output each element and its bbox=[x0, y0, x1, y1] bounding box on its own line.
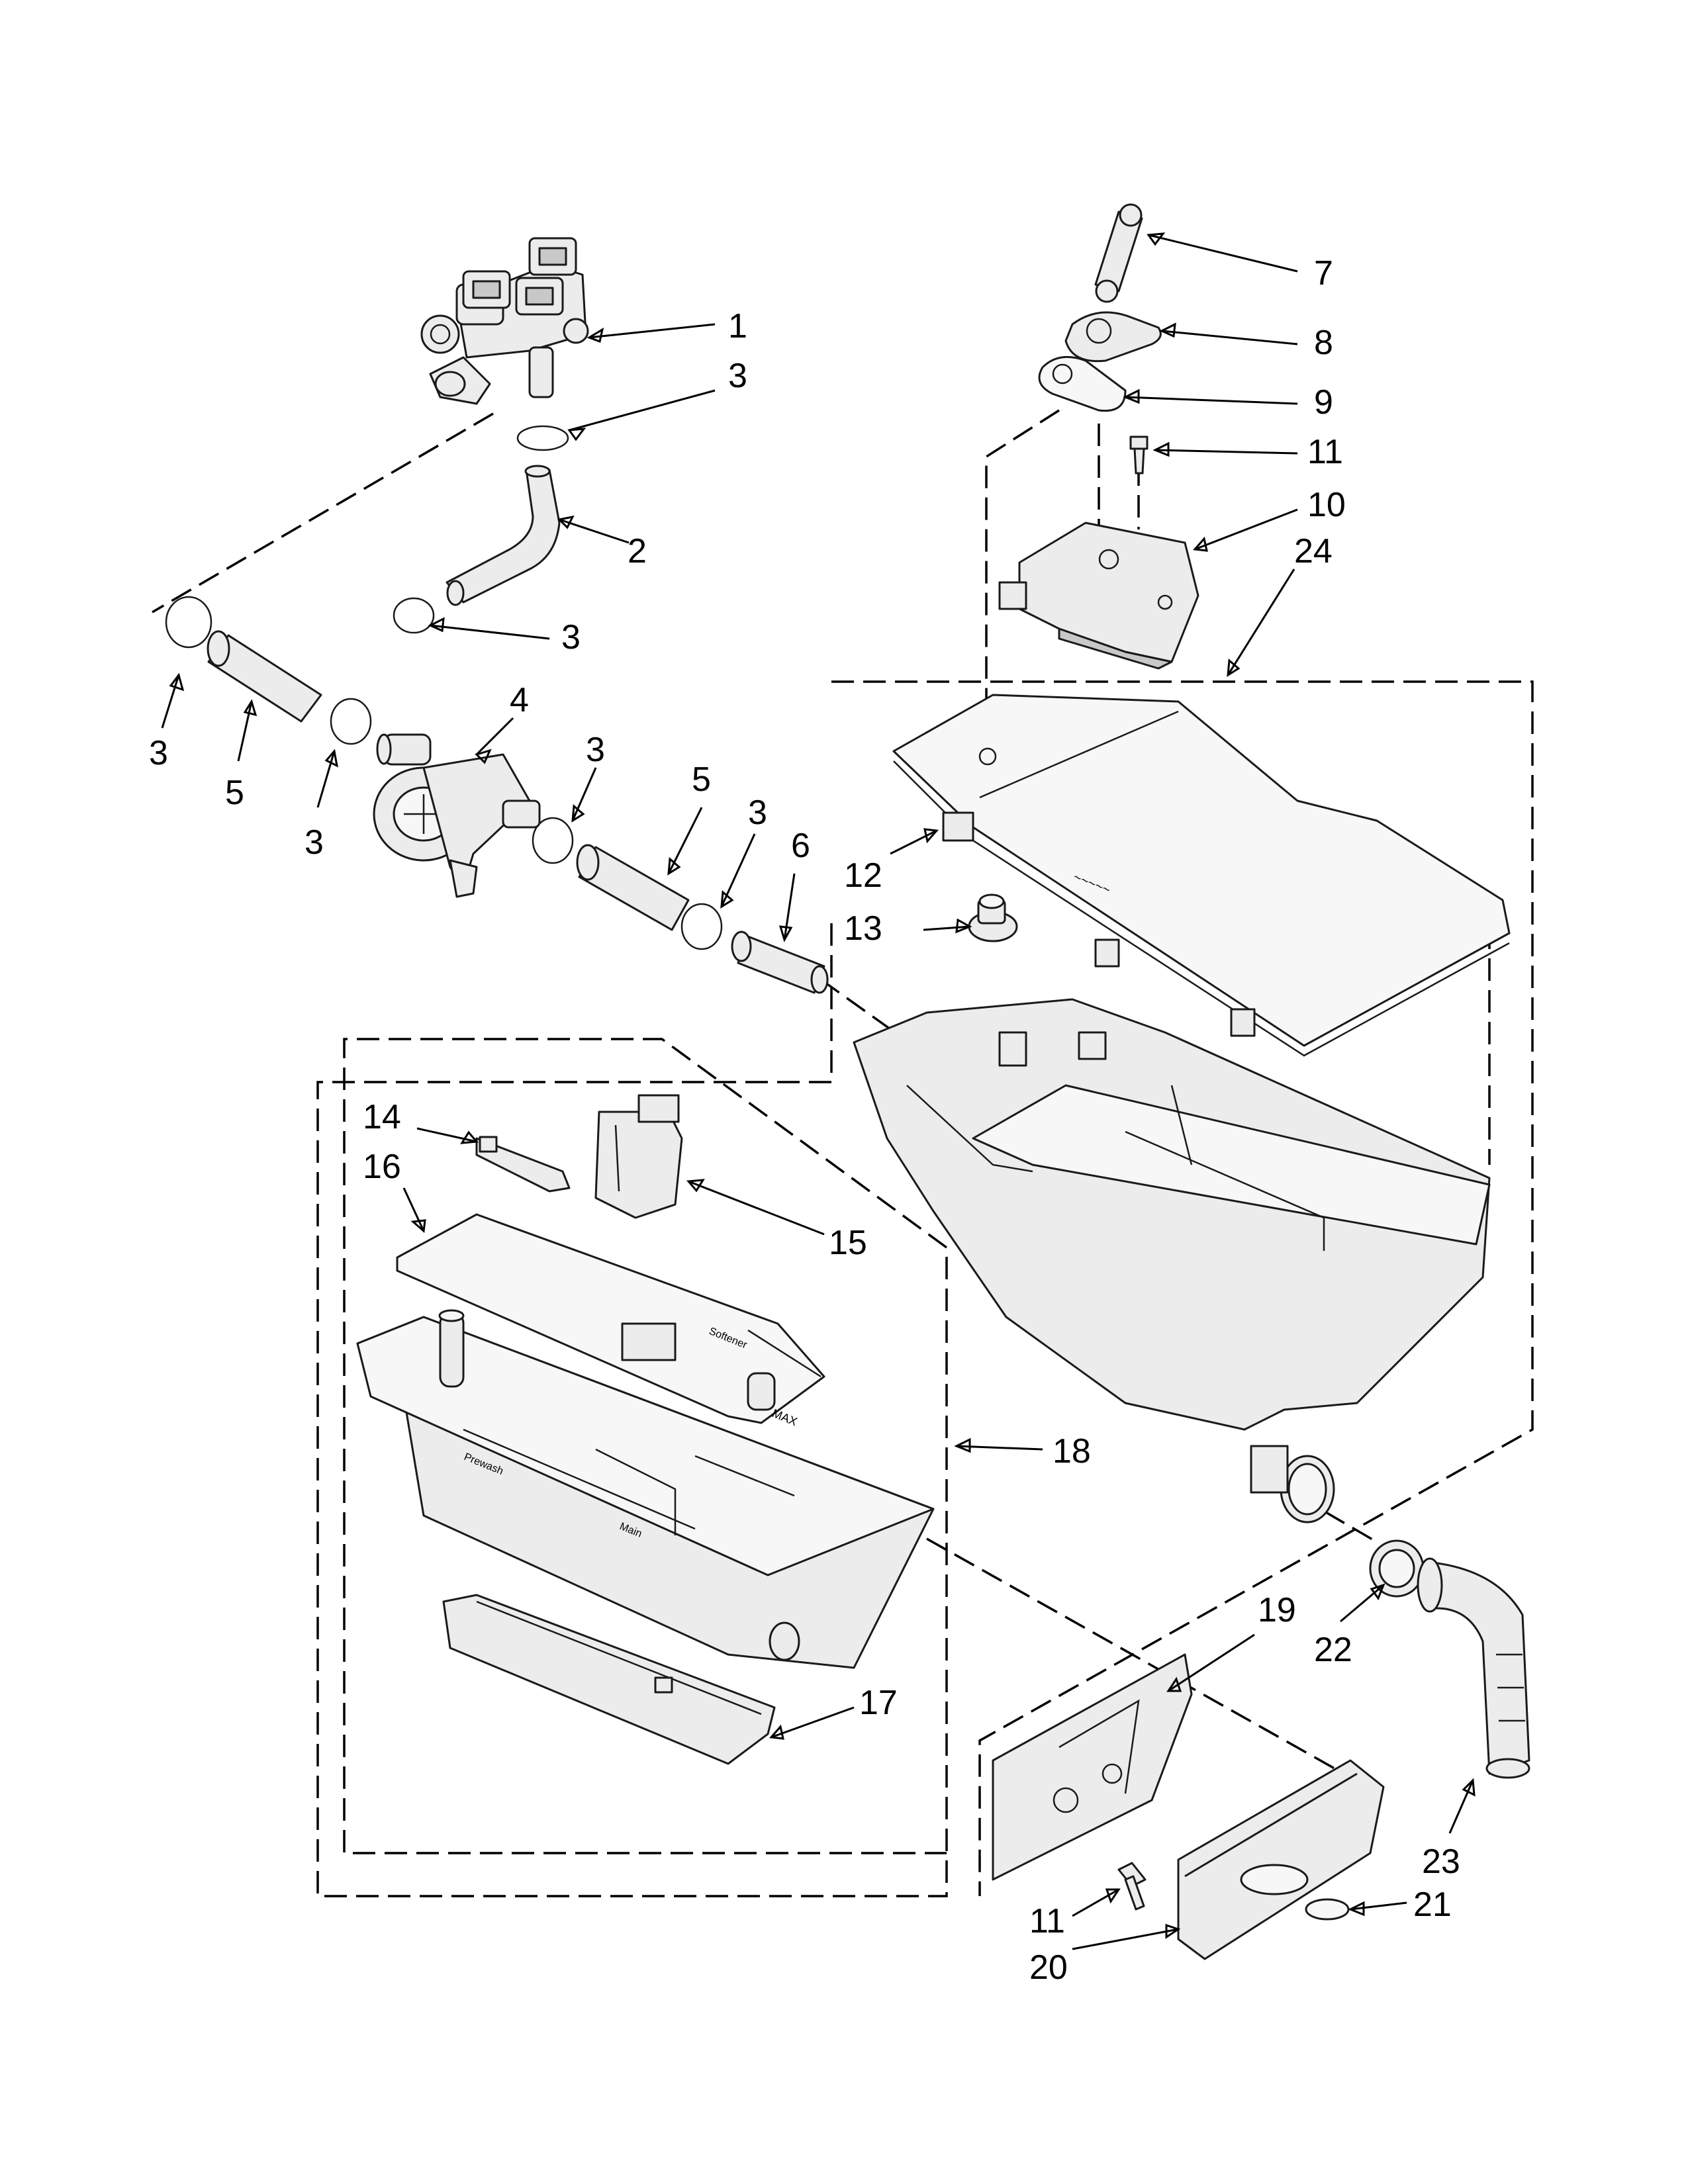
callout-labels: 1 3 2 3 3 5 3 4 3 5 3 6 7 8 9 11 10 24 1… bbox=[149, 254, 1460, 1987]
callout-12: 12 bbox=[844, 856, 882, 895]
clamp-3d bbox=[330, 698, 372, 745]
hose-tubes bbox=[207, 630, 690, 931]
actuator-arm bbox=[1094, 203, 1143, 303]
callout-15: 15 bbox=[829, 1224, 867, 1262]
callout-3: 3 bbox=[586, 731, 605, 769]
callout-2: 2 bbox=[628, 532, 647, 570]
callout-23: 23 bbox=[1422, 1843, 1460, 1881]
drawer-handle bbox=[1177, 1759, 1385, 1960]
callout-6: 6 bbox=[791, 827, 810, 865]
callout-20: 20 bbox=[1029, 1948, 1068, 1987]
callout-1: 1 bbox=[728, 307, 747, 345]
drawer-label-max: MAX bbox=[771, 1406, 800, 1428]
callout-19: 19 bbox=[1258, 1591, 1296, 1629]
drawer-trim bbox=[442, 1594, 776, 1765]
assembly-18-boundary bbox=[316, 923, 948, 1897]
clamp-3c bbox=[165, 596, 212, 649]
inlet-pump bbox=[373, 733, 541, 898]
callout-24: 24 bbox=[1294, 532, 1333, 570]
assembly-24-boundary bbox=[831, 680, 1534, 1896]
callout-21: 21 bbox=[1413, 1886, 1452, 1924]
callout-16: 16 bbox=[363, 1148, 401, 1186]
screw-11b bbox=[1117, 1862, 1147, 1911]
cam bbox=[1064, 311, 1162, 363]
drain-hose bbox=[1417, 1557, 1530, 1779]
nozzle bbox=[731, 931, 829, 994]
water-valve bbox=[420, 237, 589, 405]
callout-8: 8 bbox=[1314, 324, 1333, 362]
assembly-boundaries bbox=[152, 409, 1534, 1897]
clamp-3b bbox=[393, 597, 435, 634]
siphon-clip bbox=[475, 1136, 571, 1193]
mounting-bracket bbox=[992, 1653, 1193, 1881]
badge bbox=[1305, 1898, 1350, 1921]
dispenser-motor bbox=[998, 522, 1199, 670]
screw-11a bbox=[1129, 435, 1149, 475]
drawer-guide-line bbox=[926, 1537, 1344, 1775]
inlet-connection-line bbox=[820, 978, 892, 1030]
callout-10: 10 bbox=[1307, 486, 1346, 524]
handle-emblem bbox=[1240, 1864, 1309, 1895]
valve-hose bbox=[445, 465, 561, 606]
callout-3: 3 bbox=[561, 618, 581, 657]
actuator-guide-line bbox=[985, 409, 1060, 728]
callout-17: 17 bbox=[859, 1684, 898, 1722]
callout-11: 11 bbox=[1307, 433, 1343, 471]
callout-3: 3 bbox=[728, 357, 747, 395]
clamp-3e bbox=[532, 817, 574, 864]
cap bbox=[968, 893, 1018, 942]
callout-3: 3 bbox=[748, 794, 767, 832]
valve-connection-line bbox=[152, 412, 494, 614]
cover-latch bbox=[942, 811, 974, 842]
callout-13: 13 bbox=[844, 909, 882, 948]
callout-11: 11 bbox=[1029, 1902, 1065, 1940]
drawer-cover bbox=[396, 1213, 825, 1424]
callout-5: 5 bbox=[225, 774, 244, 812]
clamp-3a bbox=[516, 425, 569, 451]
callout-7: 7 bbox=[1314, 254, 1333, 293]
dispenser-housing bbox=[853, 998, 1491, 1524]
callout-4: 4 bbox=[510, 681, 529, 719]
detergent-cup bbox=[594, 1094, 683, 1219]
hose-clamps bbox=[165, 425, 723, 950]
clamp-3f bbox=[680, 903, 723, 950]
dispenser-cover: ~~~~~ bbox=[892, 694, 1511, 1057]
callout-3: 3 bbox=[149, 734, 168, 772]
leader-lines bbox=[161, 232, 1476, 1950]
callout-9: 9 bbox=[1314, 383, 1333, 422]
callout-5: 5 bbox=[692, 760, 711, 799]
callout-22: 22 bbox=[1314, 1631, 1352, 1669]
callout-18: 18 bbox=[1053, 1432, 1091, 1471]
grommet bbox=[1369, 1539, 1425, 1598]
callout-14: 14 bbox=[363, 1098, 401, 1136]
gasket bbox=[1038, 355, 1127, 412]
callout-3: 3 bbox=[305, 823, 324, 862]
